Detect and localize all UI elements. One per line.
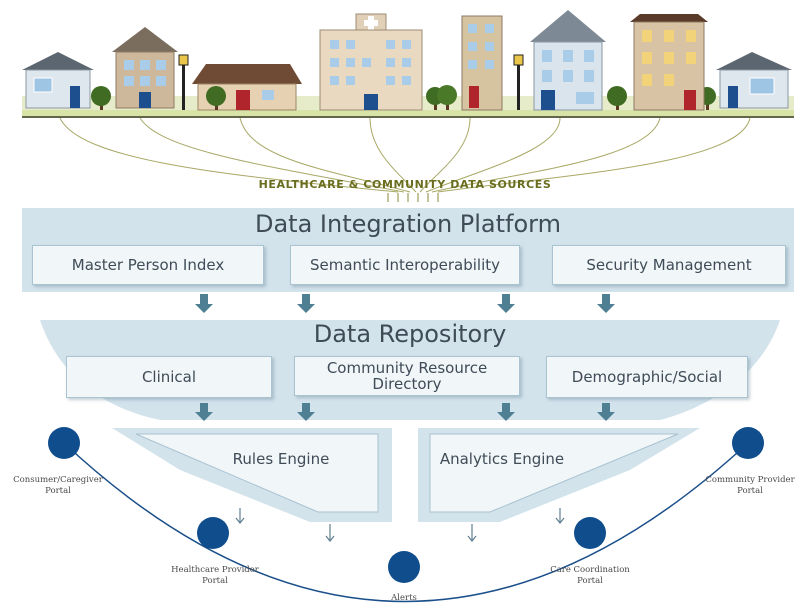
care-portal-node <box>574 517 606 549</box>
analytics-engine-panel <box>429 433 679 513</box>
arrow-down-icon <box>195 294 615 313</box>
data-source-lines <box>59 117 751 193</box>
small-arrow-icon <box>235 508 565 542</box>
house-icon <box>22 52 94 109</box>
care-portal-label: Care Coordination Portal <box>550 565 630 586</box>
portal-curve <box>63 442 749 603</box>
healthcare-portal-node <box>197 517 229 549</box>
rules-engine-panel <box>135 433 379 513</box>
lamp-post-icon <box>513 54 524 110</box>
tree-icon <box>91 86 111 110</box>
alerts-node <box>388 551 420 583</box>
tree-icon <box>206 86 226 110</box>
rules-engine-label: Rules Engine <box>232 450 330 468</box>
master-person-index-box: Master Person Index <box>32 245 264 285</box>
house-icon <box>112 27 178 109</box>
community-resource-directory-box: Community Resource Directory <box>294 356 520 396</box>
demographic-social-box: Demographic/Social <box>546 356 748 398</box>
hospital-icon <box>319 13 423 111</box>
integration-title: Data Integration Platform <box>254 210 562 238</box>
security-management-box: Security Management <box>552 245 786 285</box>
building-icon <box>630 14 708 111</box>
town-illustration <box>22 10 792 111</box>
clinical-box: Clinical <box>66 356 272 398</box>
lamp-post-icon <box>178 54 189 110</box>
consumer-portal-node <box>48 427 80 459</box>
repository-title: Data Repository <box>313 320 507 348</box>
semantic-interoperability-box: Semantic Interoperability <box>290 245 520 285</box>
house-icon <box>192 64 302 111</box>
tree-icon <box>437 85 457 110</box>
building-icon <box>461 15 503 111</box>
tree-icon <box>607 86 627 110</box>
community-portal-node <box>732 427 764 459</box>
source-arrows <box>387 193 439 202</box>
alerts-label: Alerts <box>391 593 417 603</box>
arrow-down-icon <box>195 403 615 421</box>
community-portal-label: Community Provider Portal <box>705 475 795 496</box>
sources-label: HEALTHCARE & COMMUNITY DATA SOURCES <box>258 178 552 191</box>
house-icon <box>716 52 792 109</box>
analytics-engine-label: Analytics Engine <box>439 450 565 468</box>
healthcare-portal-label: Healthcare Provider Portal <box>171 565 259 586</box>
consumer-portal-label: Consumer/Caregiver Portal <box>13 475 103 496</box>
house-icon <box>530 10 606 111</box>
